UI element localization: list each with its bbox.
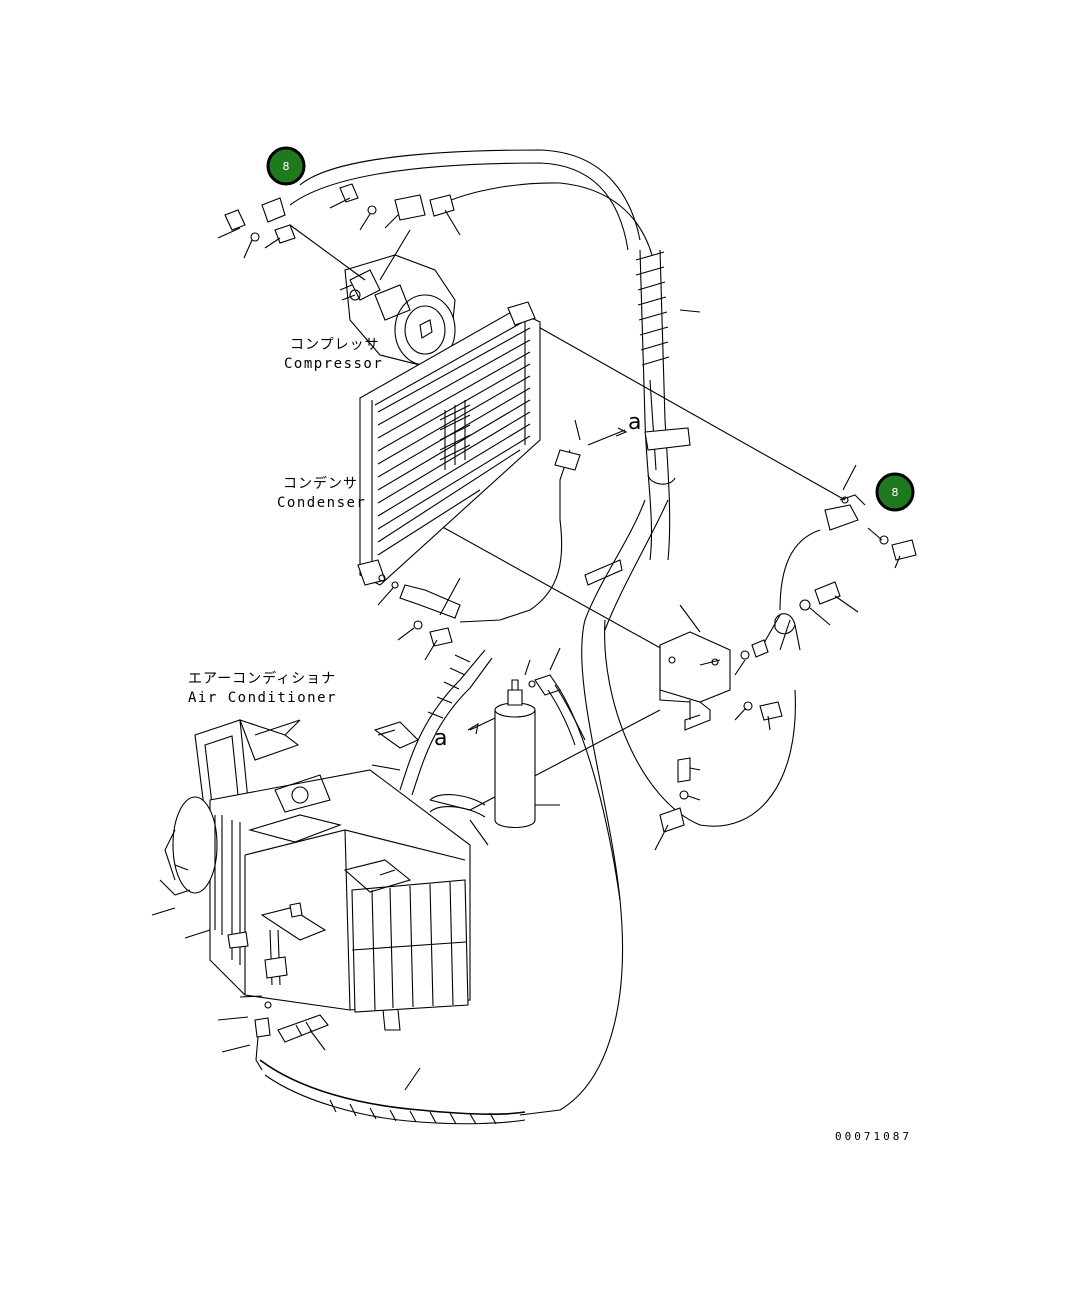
- callout-label: 8: [283, 160, 290, 173]
- callout-circle: [875, 472, 915, 512]
- compressor-label-en: Compressor: [284, 356, 383, 372]
- hose-wrap-segments: [371, 654, 586, 846]
- connection-a-label-bottom: a: [434, 726, 447, 751]
- compressor-illustration: [289, 224, 456, 366]
- air-conditioner-label-en: Air Conditioner: [188, 690, 337, 706]
- condenser-label-jp: コンデンサ: [283, 475, 358, 492]
- compressor-fittings: [217, 183, 461, 259]
- condenser-illustration: [357, 301, 541, 586]
- receiver-drier: [467, 647, 561, 829]
- compressor-label-jp: コンプレッサ: [290, 337, 380, 353]
- air-conditioner-illustration: [151, 719, 471, 1091]
- component-labels: コンプレッサ Compressor コンデンサ Condenser エアーコンデ…: [188, 337, 912, 1143]
- hose-clamps: [584, 427, 691, 586]
- connection-a-label-top: a: [628, 410, 641, 435]
- air-conditioner-label-jp: エアーコンディショナ: [188, 670, 336, 687]
- condenser-label-en: Condenser: [277, 495, 366, 511]
- callout-badge-8-top[interactable]: 8: [266, 146, 306, 186]
- bracket-assembly: [654, 309, 917, 851]
- callout-circle: [266, 146, 306, 186]
- callout-badge-8-right[interactable]: 8: [875, 472, 915, 512]
- document-number: 00071087: [835, 1130, 912, 1143]
- condenser-fittings: [377, 419, 628, 661]
- callout-label: 8: [892, 486, 899, 499]
